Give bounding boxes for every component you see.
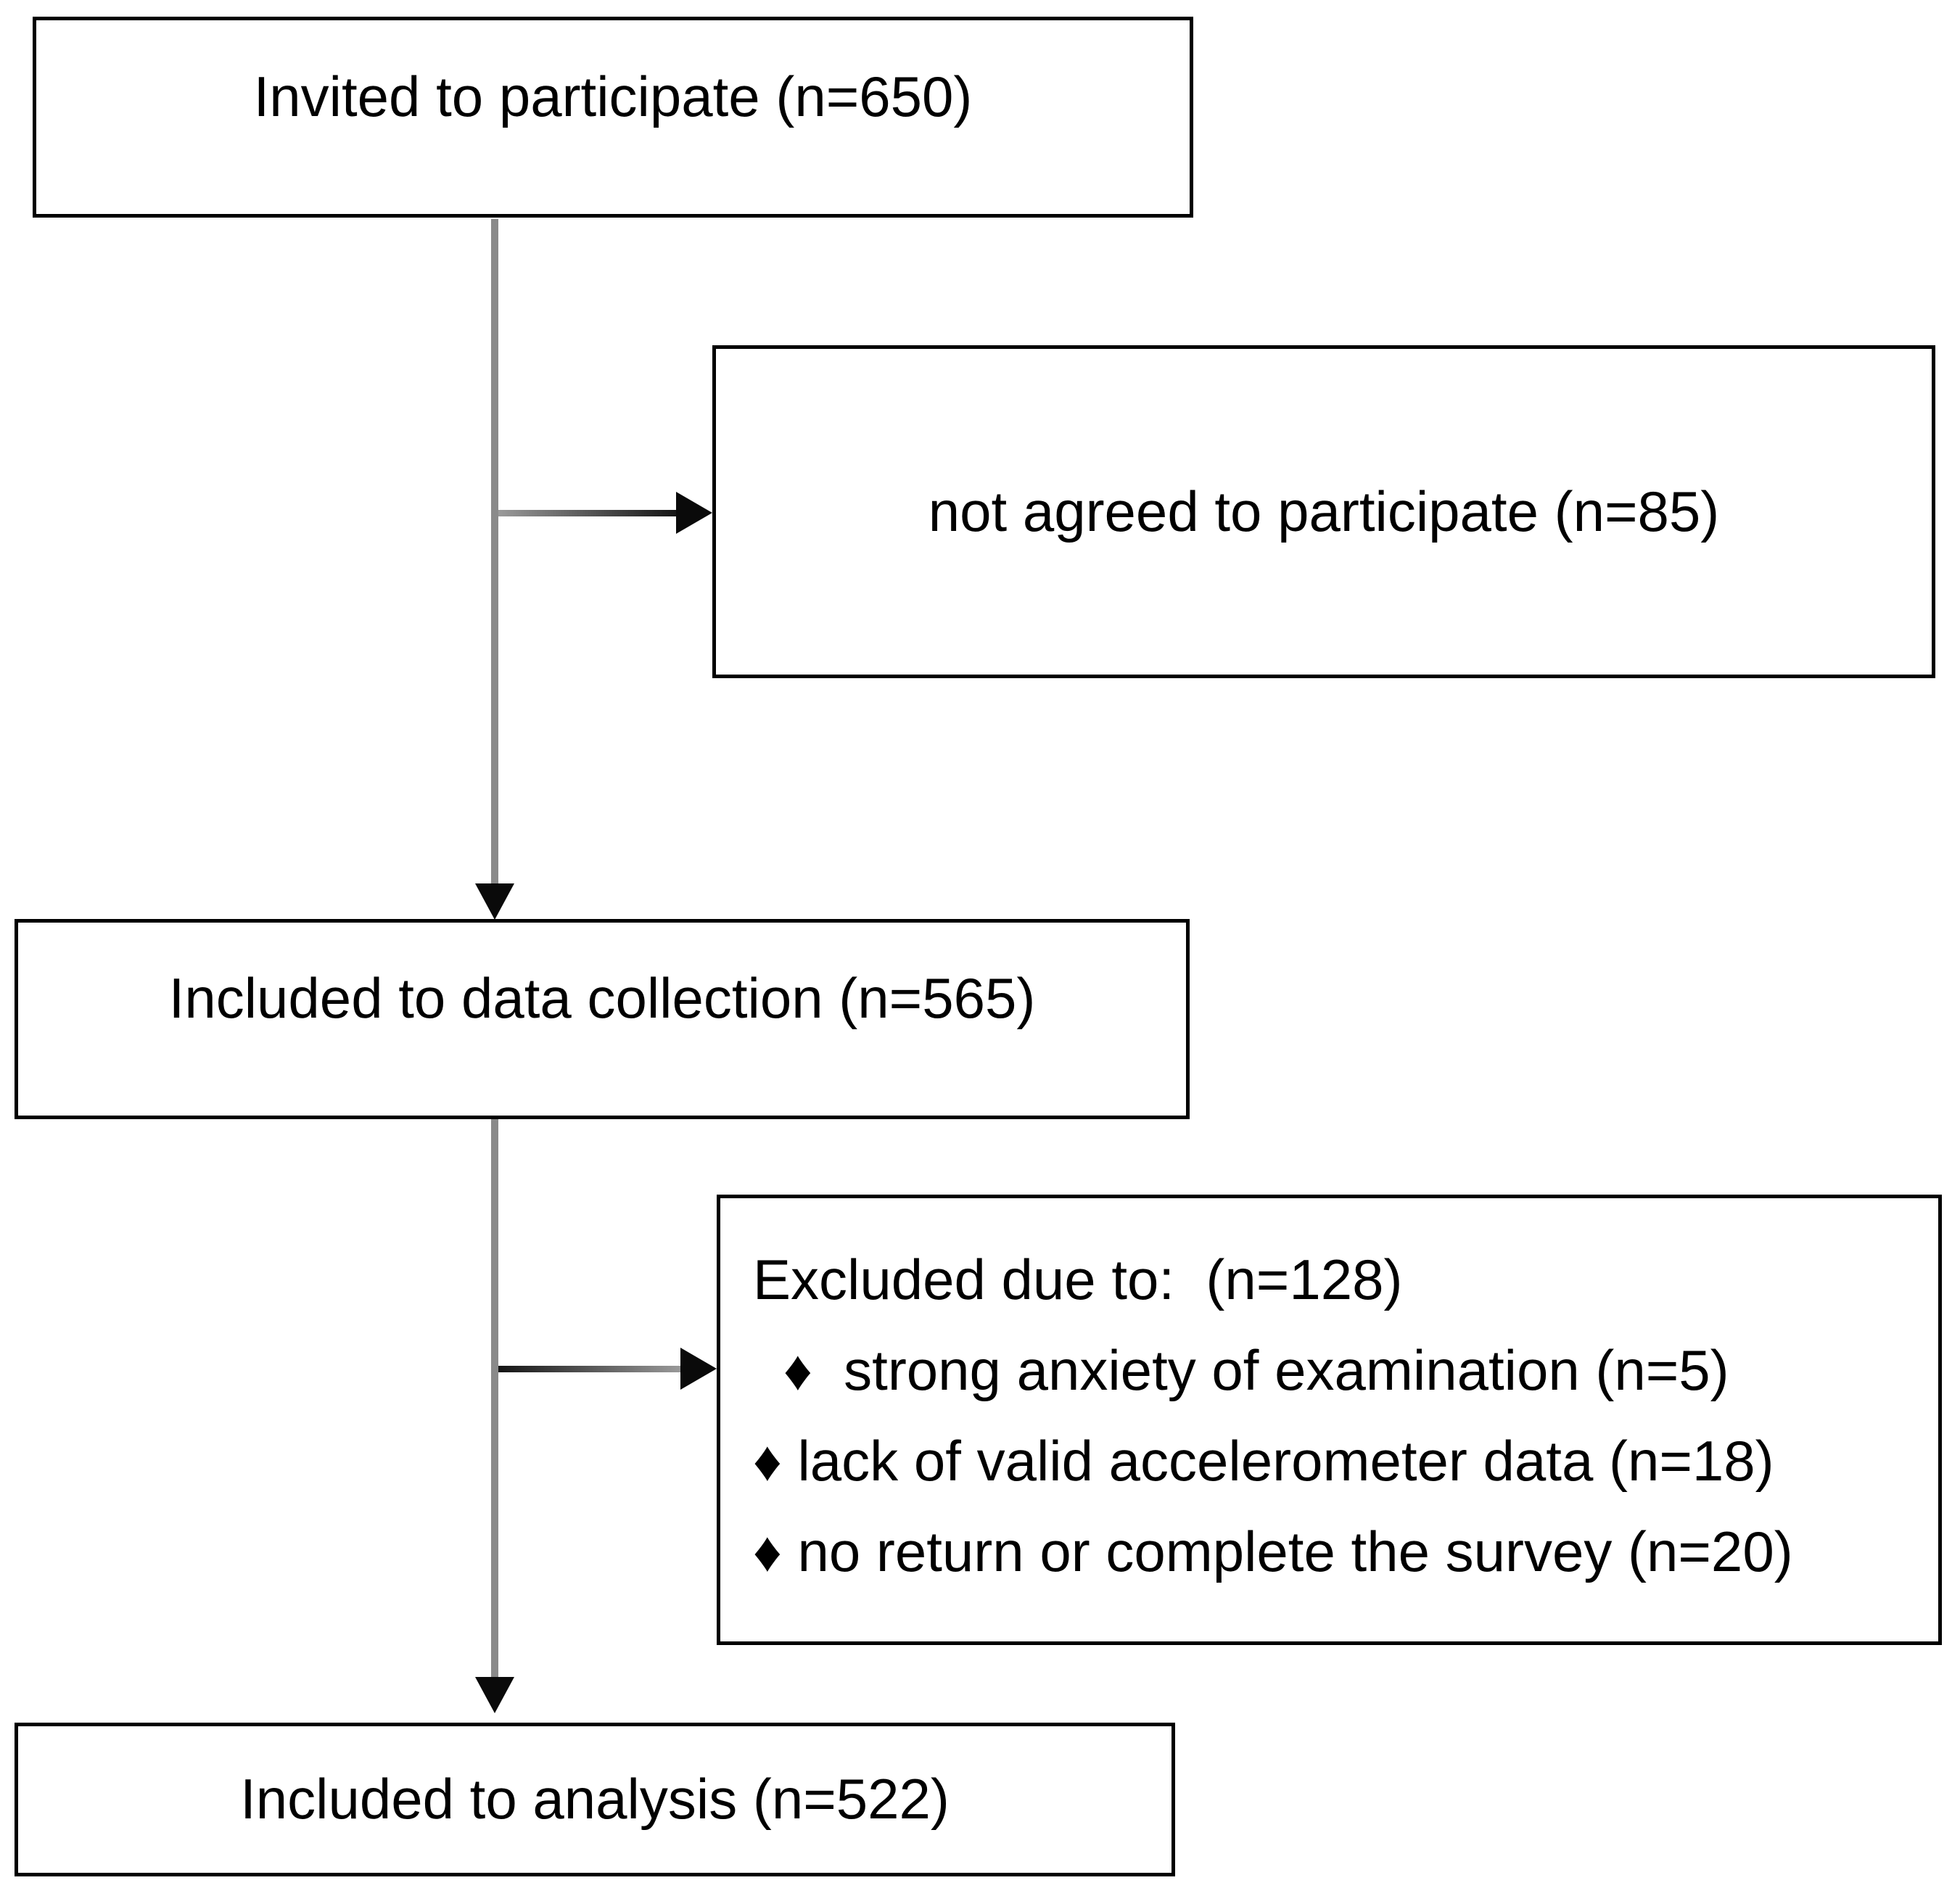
flow-box-data-collection: Included to data collection (n=565) [15, 919, 1190, 1119]
data-collection-label: Included to data collection (n=565) [168, 966, 1036, 1031]
analysis-label: Included to analysis (n=522) [240, 1767, 950, 1831]
not-agreed-label: not agreed to participate (n=85) [928, 479, 1720, 543]
connector-horizontal-line-2 [498, 1366, 681, 1372]
down-arrowhead-icon [475, 1677, 514, 1713]
connector-vertical-line-1 [491, 219, 498, 884]
right-arrowhead-icon [676, 492, 712, 534]
excluded-item-anxiety: ♦ strong anxiety of examination (n=5) [783, 1338, 1729, 1402]
excluded-item-accelerometer: ♦ lack of valid accelerometer data (n=18… [753, 1429, 1774, 1493]
flow-box-not-agreed: not agreed to participate (n=85) [712, 345, 1935, 678]
flow-box-analysis: Included to analysis (n=522) [15, 1723, 1175, 1876]
flow-box-invited: Invited to participate (n=650) [33, 17, 1193, 218]
flow-box-excluded: Excluded due to: (n=128) ♦ strong anxiet… [717, 1195, 1942, 1645]
right-arrowhead-icon [680, 1348, 717, 1390]
excluded-item-survey: ♦ no return or complete the survey (n=20… [753, 1520, 1793, 1583]
down-arrowhead-icon [475, 883, 514, 920]
connector-vertical-line-2 [491, 1119, 498, 1678]
excluded-heading: Excluded due to: (n=128) [753, 1248, 1403, 1311]
connector-horizontal-line-1 [498, 510, 678, 516]
invited-label: Invited to participate (n=650) [253, 64, 973, 128]
